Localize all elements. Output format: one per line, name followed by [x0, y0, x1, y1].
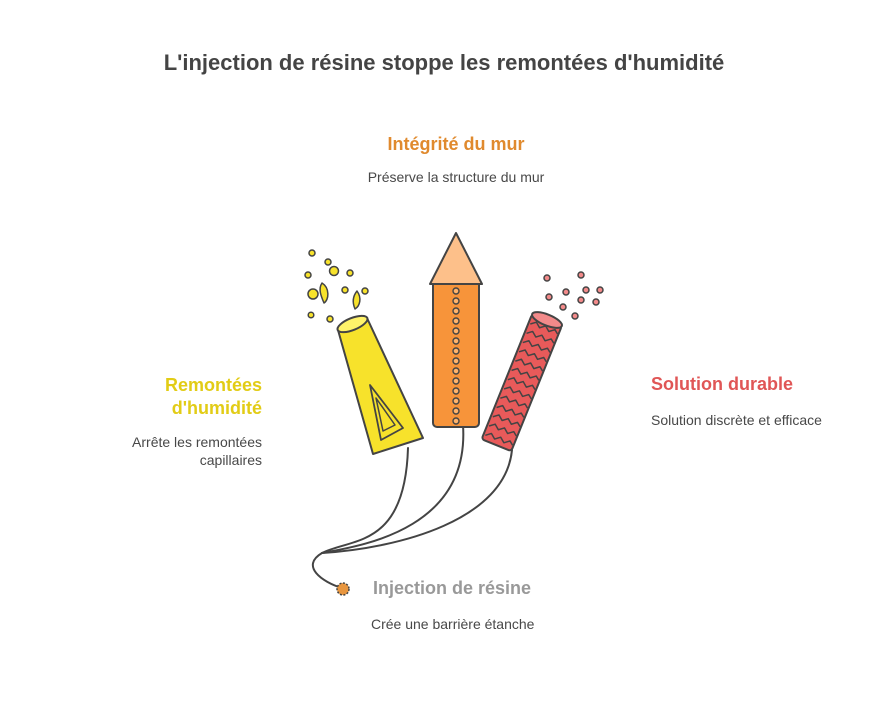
durable-title: Solution durable — [651, 374, 793, 394]
yellow-cone-firework-icon — [304, 249, 424, 455]
orange-rocket-firework-icon — [429, 232, 483, 428]
mur-title: Intégrité du mur — [387, 134, 525, 154]
fuse-spark-icon — [336, 582, 350, 596]
page-title: L'injection de résine stoppe les remonté… — [163, 50, 725, 75]
fuse-lines — [311, 424, 513, 589]
mur-description: Préserve la structure du mur — [367, 169, 545, 185]
durable-description: Solution discrète et efficace — [651, 412, 822, 428]
humidite-title: Remontées d'humidité — [164, 375, 262, 418]
humidite-description: Arrête les remontées capillaires — [132, 434, 262, 468]
injection-description: Crée une barrière étanche — [371, 616, 535, 632]
red-zigzag-firework-icon — [481, 271, 604, 452]
injection-title: Injection de résine — [373, 578, 532, 598]
